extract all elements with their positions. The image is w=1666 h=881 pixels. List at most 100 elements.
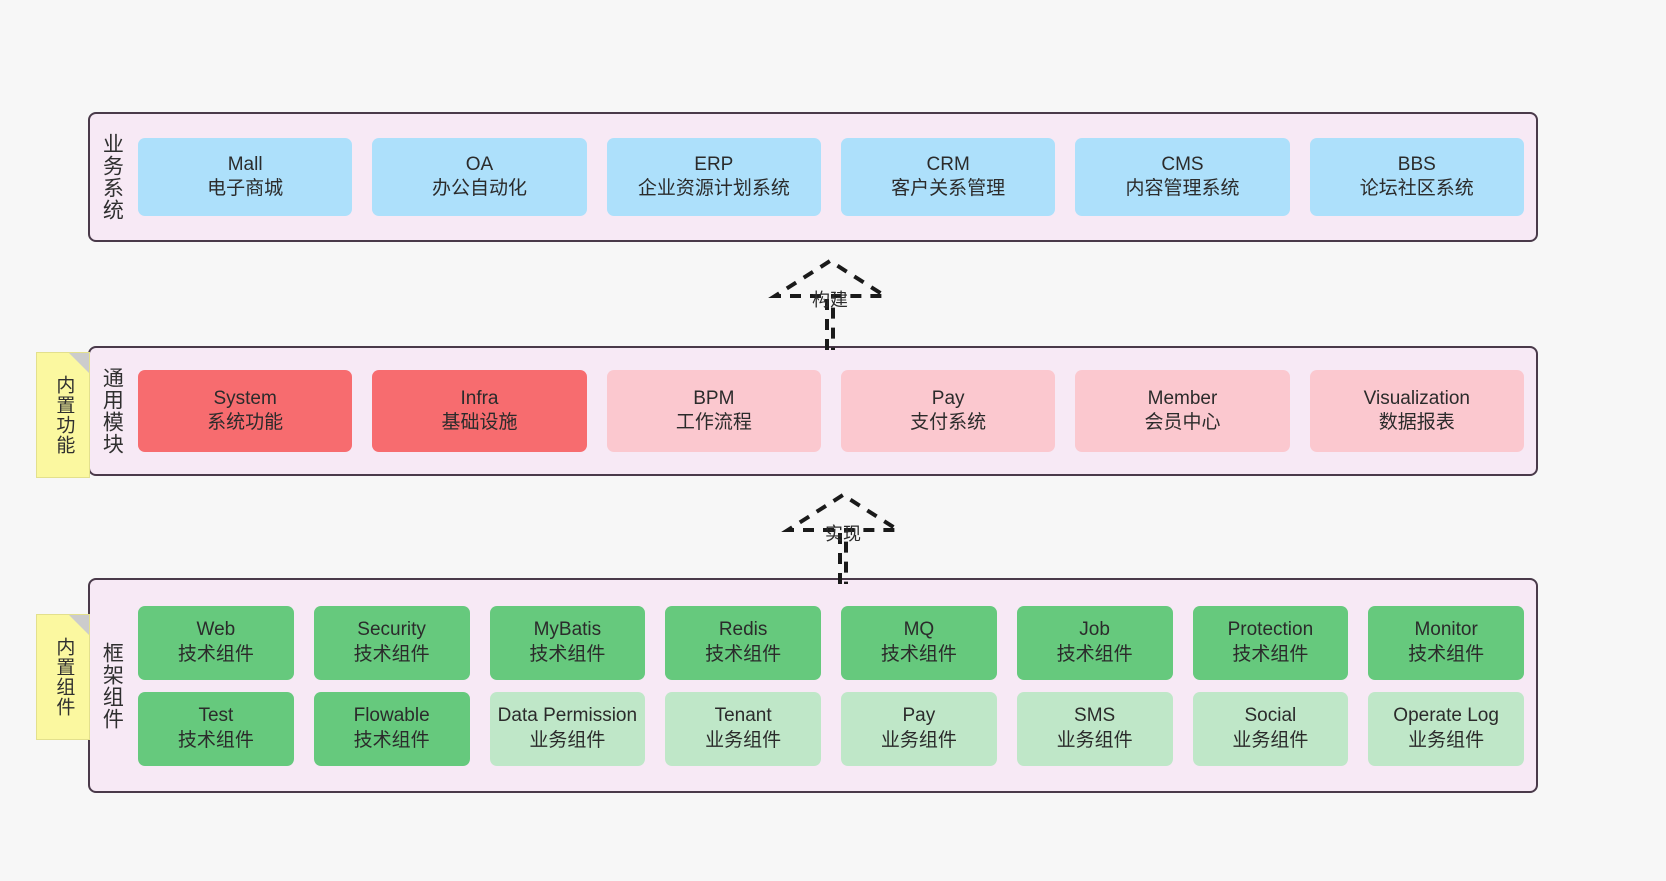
module-box-cn: 办公自动化: [431, 178, 527, 199]
module-box-en: CMS: [1161, 153, 1204, 175]
component-box-cn: 业务组件: [1056, 729, 1133, 751]
component-box-data-permission[interactable]: Data Permission 业务组件: [489, 691, 646, 766]
connector-build: 构建: [755, 258, 905, 350]
component-box-en: Data Permission: [497, 705, 638, 727]
layer-body-framework-component: Web 技术组件 Security 技术组件 MyBatis 技术组件 Redi…: [132, 580, 1536, 791]
component-box-cn: 业务组件: [705, 729, 782, 751]
component-box-cn: 技术组件: [177, 643, 254, 665]
component-box-mybatis[interactable]: MyBatis 技术组件: [489, 605, 646, 680]
module-box-cn: 论坛社区系统: [1359, 178, 1474, 199]
component-box-cn: 技术组件: [1056, 643, 1133, 665]
dashed-arrow-up-icon: [768, 258, 892, 350]
module-box-en: System: [213, 387, 277, 409]
component-box-web[interactable]: Web 技术组件: [138, 605, 294, 680]
module-box-member[interactable]: Member 会员中心: [1075, 370, 1290, 452]
module-box-en: CRM: [926, 153, 970, 175]
component-box-cn: 业务组件: [529, 729, 606, 751]
component-box-social[interactable]: Social 业务组件: [1192, 691, 1349, 766]
component-box-en: Redis: [718, 619, 768, 641]
module-box-infra[interactable]: Infra 基础设施: [372, 370, 587, 452]
component-box-en: Tenant: [714, 705, 772, 727]
connector-implement-label: 实现: [825, 524, 861, 544]
component-box-cn: 技术组件: [353, 643, 430, 665]
component-box-en: Web: [196, 619, 236, 641]
component-box-protection[interactable]: Protection 技术组件: [1192, 605, 1349, 680]
dashed-arrow-up-icon: [781, 492, 905, 584]
component-box-en: Job: [1079, 619, 1110, 641]
module-box-system[interactable]: System 系统功能: [138, 370, 353, 452]
note-builtin-function[interactable]: 内置功能: [36, 352, 90, 478]
layer-row: Web 技术组件 Security 技术组件 MyBatis 技术组件 Redi…: [138, 605, 1524, 680]
module-box-en: BBS: [1397, 153, 1436, 175]
module-box-en: Pay: [931, 387, 965, 409]
component-box-en: Flowable: [353, 705, 430, 727]
note-label: 内置功能: [53, 375, 75, 455]
module-box-en: ERP: [694, 153, 734, 175]
component-box-monitor[interactable]: Monitor 技术组件: [1368, 605, 1524, 680]
component-box-test[interactable]: Test 技术组件: [138, 691, 294, 766]
component-box-en: Operate Log: [1393, 705, 1499, 727]
layer-business-system[interactable]: 业务系统 Mall 电子商城 OA 办公自动化 ERP 企业资源计划系统 CRM…: [88, 112, 1538, 242]
module-box-pay[interactable]: Pay 支付系统: [840, 370, 1056, 452]
module-box-cn: 会员中心: [1144, 412, 1221, 433]
component-box-en: Monitor: [1414, 619, 1478, 641]
component-box-en: Social: [1244, 705, 1297, 727]
module-box-crm[interactable]: CRM 客户关系管理: [840, 138, 1056, 216]
layer-row: Mall 电子商城 OA 办公自动化 ERP 企业资源计划系统 CRM 客户关系…: [138, 138, 1524, 216]
module-box-en: BPM: [693, 387, 735, 409]
component-box-mq[interactable]: MQ 技术组件: [841, 605, 997, 680]
module-box-erp[interactable]: ERP 企业资源计划系统: [606, 138, 821, 216]
module-box-mall[interactable]: Mall 电子商城: [138, 138, 353, 216]
module-box-visualization[interactable]: Visualization 数据报表: [1309, 370, 1524, 452]
module-box-oa[interactable]: OA 办公自动化: [372, 138, 587, 216]
module-box-cn: 电子商城: [207, 178, 284, 199]
component-box-redis[interactable]: Redis 技术组件: [665, 605, 821, 680]
connector-implement: 实现: [768, 492, 918, 584]
component-box-cn: 技术组件: [353, 729, 430, 751]
layer-common-module[interactable]: 通用模块 System 系统功能 Infra 基础设施 BPM 工作流程 Pay…: [88, 346, 1538, 476]
layer-body-common-module: System 系统功能 Infra 基础设施 BPM 工作流程 Pay 支付系统…: [132, 348, 1536, 474]
module-box-cn: 支付系统: [910, 412, 987, 433]
component-box-en: SMS: [1074, 705, 1116, 727]
module-box-bbs[interactable]: BBS 论坛社区系统: [1309, 138, 1524, 216]
layer-row: System 系统功能 Infra 基础设施 BPM 工作流程 Pay 支付系统…: [138, 370, 1524, 452]
component-box-sms[interactable]: SMS 业务组件: [1016, 691, 1173, 766]
note-label: 内置组件: [53, 637, 75, 717]
component-box-cn: 业务组件: [1408, 729, 1485, 751]
module-box-en: OA: [465, 153, 494, 175]
module-box-cn: 系统功能: [207, 412, 284, 433]
component-box-cn: 技术组件: [177, 729, 254, 751]
module-box-cn: 基础设施: [441, 412, 518, 433]
component-box-pay[interactable]: Pay 业务组件: [841, 691, 997, 766]
component-box-operate-log[interactable]: Operate Log 业务组件: [1368, 691, 1524, 766]
layer-title-framework-component: 框架组件: [100, 641, 124, 730]
module-box-bpm[interactable]: BPM 工作流程: [606, 370, 821, 452]
module-box-cn: 客户关系管理: [891, 178, 1006, 199]
module-box-cms[interactable]: CMS 内容管理系统: [1075, 138, 1290, 216]
component-box-tenant[interactable]: Tenant 业务组件: [665, 691, 821, 766]
module-box-en: Member: [1147, 387, 1218, 409]
component-box-flowable[interactable]: Flowable 技术组件: [313, 691, 470, 766]
module-box-en: Infra: [460, 387, 499, 409]
component-box-cn: 技术组件: [705, 643, 782, 665]
module-box-en: Visualization: [1363, 387, 1470, 409]
note-builtin-component[interactable]: 内置组件: [36, 614, 90, 740]
module-box-cn: 内容管理系统: [1125, 178, 1240, 199]
layer-framework-component[interactable]: 框架组件 Web 技术组件 Security 技术组件 MyBatis 技术组件…: [88, 578, 1538, 793]
component-box-en: MQ: [903, 619, 935, 641]
connector-build-label: 构建: [812, 290, 848, 310]
component-box-cn: 技术组件: [1408, 643, 1485, 665]
component-box-security[interactable]: Security 技术组件: [313, 605, 470, 680]
component-box-cn: 业务组件: [880, 729, 957, 751]
layer-row: Test 技术组件 Flowable 技术组件 Data Permission …: [138, 691, 1524, 766]
layer-title-common-module: 通用模块: [100, 367, 124, 455]
component-box-en: Pay: [902, 705, 936, 727]
module-box-en: Mall: [227, 153, 263, 175]
module-box-cn: 企业资源计划系统: [637, 178, 790, 199]
component-box-en: MyBatis: [533, 619, 602, 641]
component-box-job[interactable]: Job 技术组件: [1016, 605, 1173, 680]
layer-body-business-system: Mall 电子商城 OA 办公自动化 ERP 企业资源计划系统 CRM 客户关系…: [132, 114, 1536, 240]
component-box-cn: 技术组件: [1232, 643, 1309, 665]
layer-title-business-system: 业务系统: [100, 133, 124, 221]
